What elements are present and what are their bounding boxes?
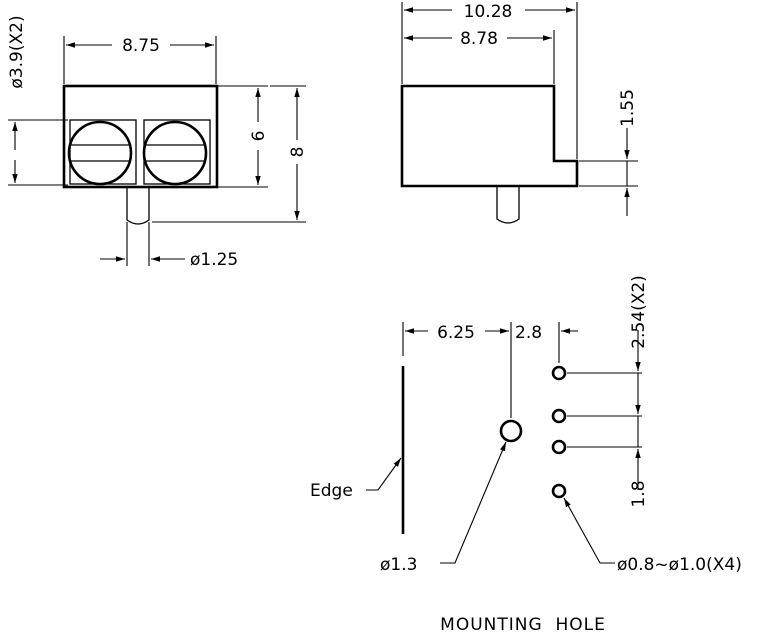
pin-hole-3: [551, 439, 567, 455]
side-pin: [496, 186, 520, 224]
pin-pitch-dim: 2.54(X2): [629, 275, 649, 349]
front-width-dim: 8.75: [122, 36, 160, 56]
led-diameter-dim: ø3.9(X2): [7, 15, 27, 88]
pin-hole-2: [551, 408, 567, 424]
edge-label: Edge: [310, 481, 353, 501]
front-view: 8.75 ø3.9(X2) 6 8 ø1.25: [7, 15, 308, 270]
mounting-hole-caption: MOUNTING HOLE: [440, 615, 606, 635]
led-left: [67, 119, 137, 186]
mount-hole-dia-label: ø1.3: [380, 555, 417, 575]
pin-hole-4: [551, 483, 567, 499]
pin-diameter-dim: ø1.25: [190, 250, 238, 270]
mounting-hole-view: 6.25 2.8 2.54(X2) 1.8 Edge ø1.3 ø0.8~ø1.…: [310, 275, 742, 635]
body-depth-dim: 8.78: [460, 29, 498, 49]
overall-height-dim: 8: [288, 147, 308, 158]
hole-to-pins-dim: 2.8: [515, 323, 542, 343]
side-body-outline: [400, 84, 579, 188]
pin-gap-dim: 1.8: [629, 480, 649, 507]
pin-hole-1: [551, 365, 567, 381]
side-view: 10.28 8.78 1.55: [400, 2, 638, 224]
front-body-outline: [62, 84, 219, 189]
overall-depth-dim: 10.28: [464, 2, 513, 22]
edge-to-hole-dim: 6.25: [437, 323, 475, 343]
inner-height-dim: 6: [249, 131, 269, 142]
mount-hole: [499, 419, 523, 443]
pin-hole-dia-label: ø0.8~ø1.0(X4): [617, 555, 742, 575]
front-pin: [126, 187, 150, 225]
step-height-dim: 1.55: [618, 89, 638, 127]
led-right: [142, 119, 211, 186]
